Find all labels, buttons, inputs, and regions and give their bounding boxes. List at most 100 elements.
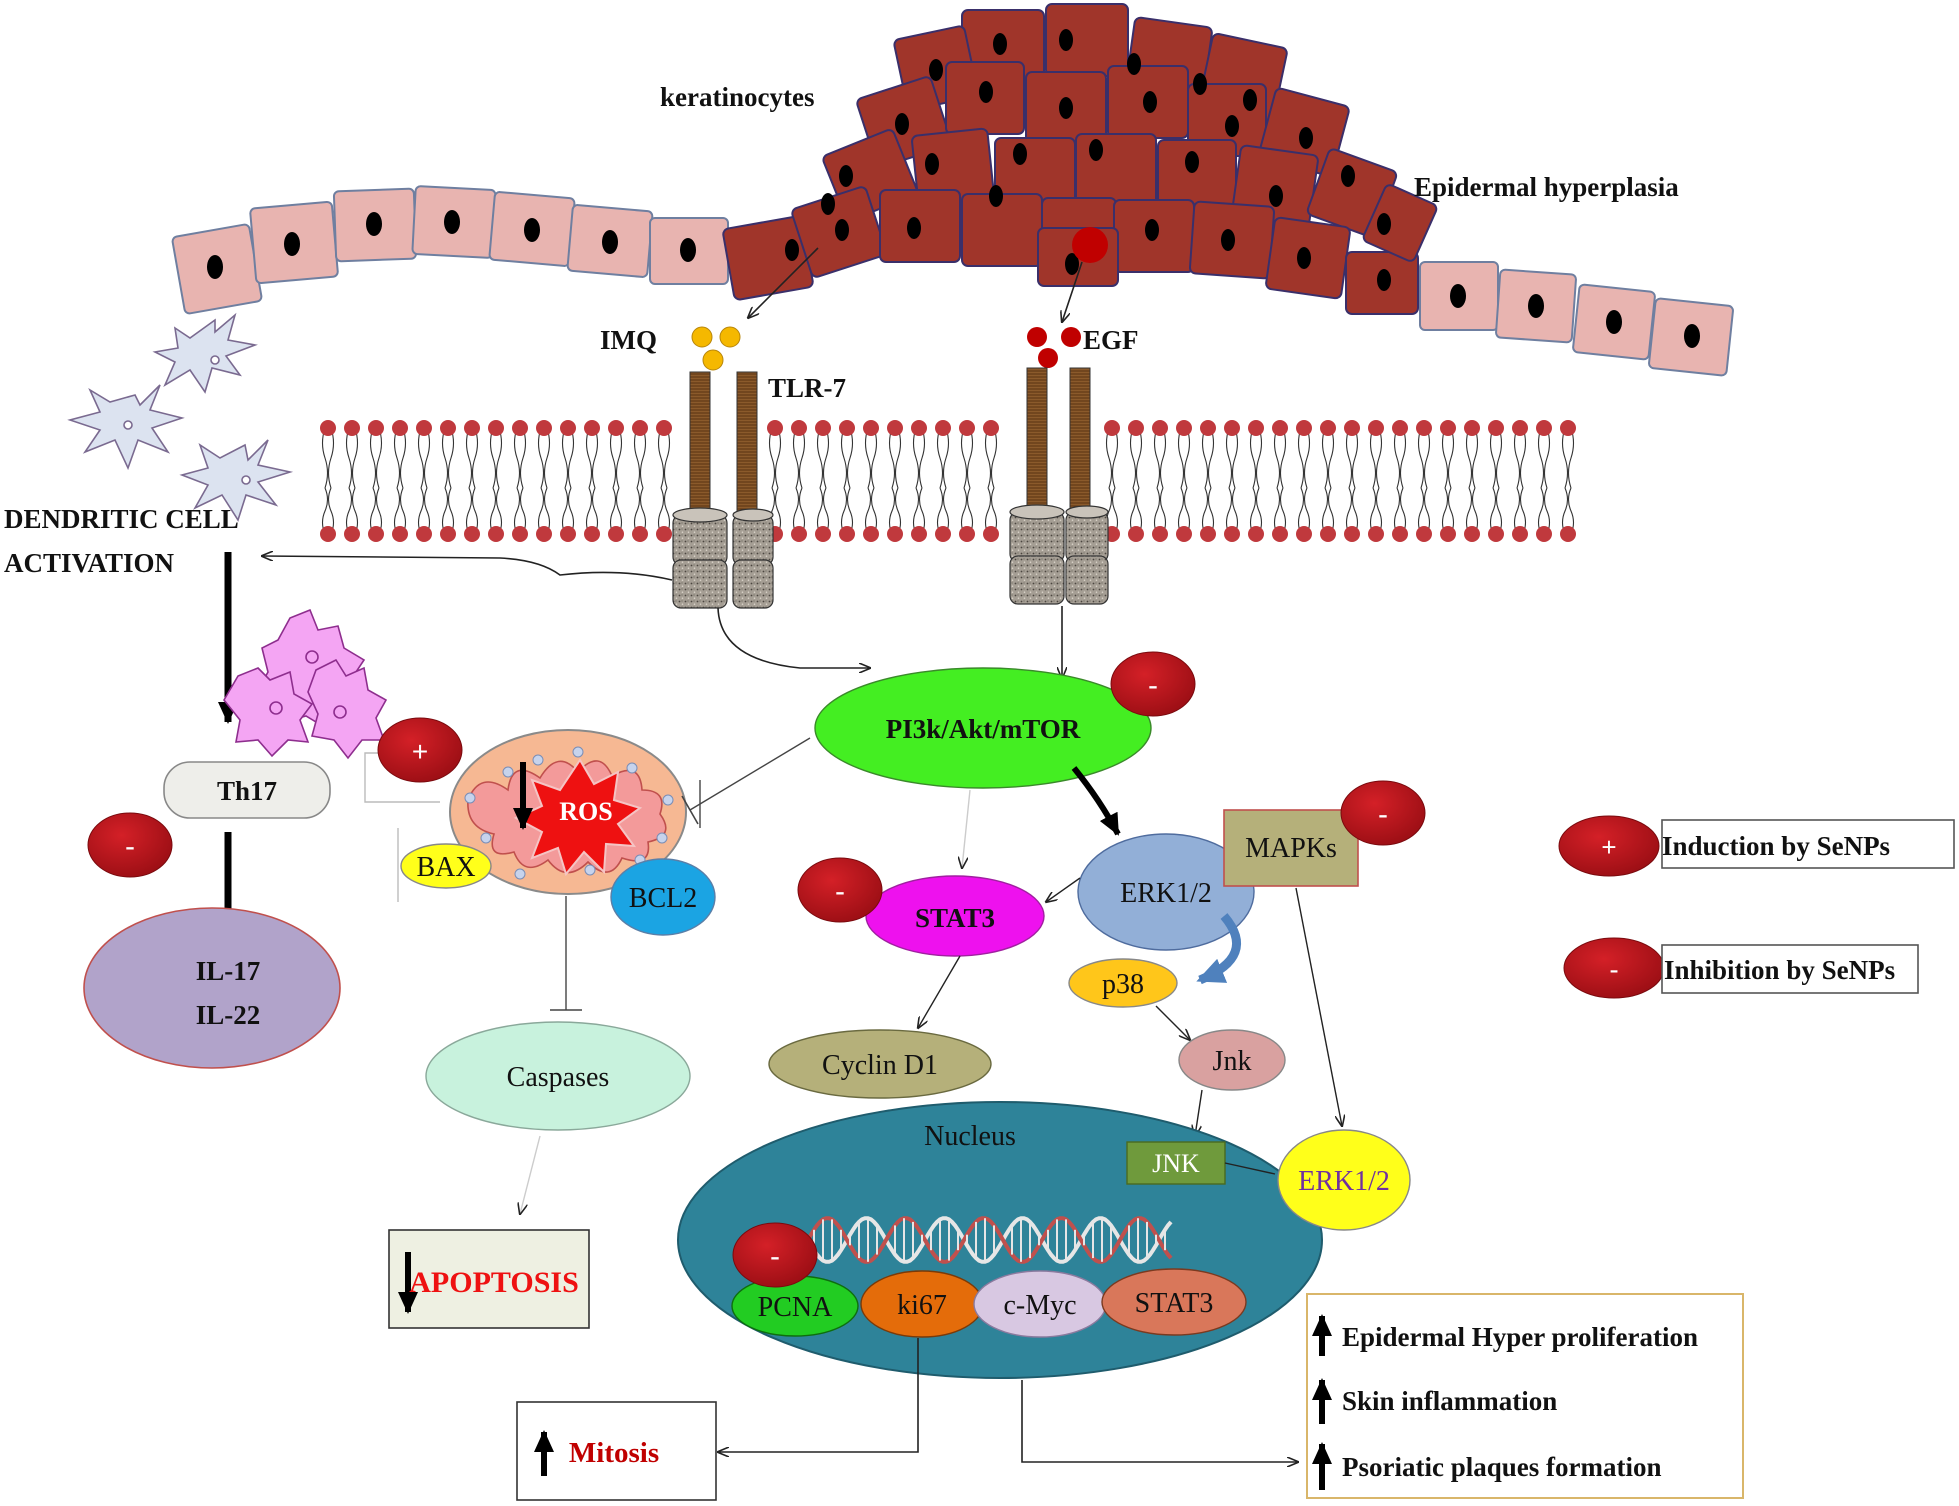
lipid-head: [1464, 526, 1480, 542]
lipid-tail: [768, 427, 782, 489]
lipid-tail: [936, 487, 950, 535]
lipid-head: [512, 420, 528, 436]
th17-node: [163, 761, 331, 819]
lipid-tail: [1345, 487, 1359, 535]
lipid-tail: [1129, 427, 1143, 489]
lipid-head: [983, 526, 999, 542]
lipid-head: [392, 420, 408, 436]
lipid-tail: [609, 427, 623, 489]
lipid-head: [1224, 420, 1240, 436]
lipid-head: [1176, 420, 1192, 436]
outcome1-label: Epidermal Hyper proliferation: [1342, 1322, 1698, 1352]
lipid-tail: [369, 487, 383, 535]
normal-keratinocytes-left: [171, 185, 729, 315]
lipid-head: [1320, 420, 1336, 436]
lipid-head: [368, 526, 384, 542]
pi3k-label: PI3k/Akt/mTOR: [886, 714, 1081, 744]
arrow-mapks-to-erk-nucleus: [1295, 887, 1342, 1126]
il17-il22-node: [83, 907, 341, 1069]
lipid-tail: [633, 487, 647, 535]
lipid-tail: [1417, 487, 1431, 535]
lipid-tail: [1177, 487, 1191, 535]
arrow-pi3k-to-stat3: [962, 789, 971, 868]
lipid-head: [1440, 526, 1456, 542]
lipid-tail: [1417, 427, 1431, 489]
svg-text:-: -: [125, 830, 135, 863]
lipid-head: [887, 526, 903, 542]
lipid-head: [887, 420, 903, 436]
lipid-tail: [465, 427, 479, 489]
lipid-head: [1536, 526, 1552, 542]
lipid-tail: [912, 487, 926, 535]
lipid-tail: [393, 427, 407, 489]
lipid-head: [1536, 420, 1552, 436]
lipid-tail: [864, 427, 878, 489]
nucleus-label: Nucleus: [924, 1121, 1016, 1152]
lipid-tail: [1201, 487, 1215, 535]
lipid-tail: [1393, 487, 1407, 535]
il22-label: IL-22: [196, 1000, 261, 1030]
jnk-box: [1126, 1141, 1226, 1185]
lipid-head: [560, 420, 576, 436]
lipid-head: [584, 420, 600, 436]
caspases-node: [425, 1021, 691, 1131]
lipid-head: [935, 526, 951, 542]
lipid-tail: [1561, 427, 1575, 489]
lipid-head: [1248, 526, 1264, 542]
lipid-head: [815, 420, 831, 436]
keratinocyte-nuclei: [207, 29, 1700, 348]
svg-text:+: +: [412, 736, 428, 767]
lipid-head: [1272, 526, 1288, 542]
lipid-tail: [1201, 427, 1215, 489]
imq-label: IMQ: [600, 325, 657, 355]
legend-inhibition: - Inhibition by SeNPs: [1563, 937, 1919, 999]
lipid-head: [791, 420, 807, 436]
lipid-tail: [489, 427, 503, 489]
svg-text:-: -: [835, 875, 845, 908]
keratinocytes-label: keratinocytes: [660, 82, 814, 112]
lipid-tail: [585, 487, 599, 535]
lipid-tail: [888, 487, 902, 535]
lipid-head: [536, 526, 552, 542]
lipid-tail: [1345, 427, 1359, 489]
p38-label: p38: [1102, 969, 1144, 1000]
tlr7-receptor: [672, 371, 774, 609]
dna-helix-icon: [806, 1216, 1173, 1264]
lipid-head: [911, 526, 927, 542]
lipid-head: [1272, 420, 1288, 436]
lipid-head: [440, 526, 456, 542]
lipid-head: [863, 420, 879, 436]
lipid-tail: [1537, 487, 1551, 535]
lipid-head: [959, 526, 975, 542]
epidermal-hyperplasia-label: Epidermal hyperplasia: [1414, 172, 1679, 202]
lipid-head: [1344, 420, 1360, 436]
bcl2-label: BCL2: [629, 883, 697, 914]
lipid-tail: [1153, 487, 1167, 535]
lipid-head: [464, 526, 480, 542]
ki67-label: ki67: [897, 1290, 947, 1321]
lipid-tail: [1321, 487, 1335, 535]
lipid-head: [983, 420, 999, 436]
lipid-tail: [1321, 427, 1335, 489]
apoptosis-label: APOPTOSIS: [409, 1266, 579, 1299]
lipid-head: [368, 420, 384, 436]
lipid-tail: [1537, 427, 1551, 489]
stat3-nucleus-node: [1101, 1268, 1247, 1336]
lipid-head: [1104, 420, 1120, 436]
caspases-label: Caspases: [507, 1062, 610, 1093]
th17-cell-icon: [223, 608, 388, 760]
lipid-tail: [1297, 427, 1311, 489]
lipid-tail: [513, 487, 527, 535]
lipid-tail: [1489, 427, 1503, 489]
lipid-head: [344, 420, 360, 436]
arrow-erk-to-stat3: [1046, 877, 1081, 902]
lipid-head: [1128, 420, 1144, 436]
lipid-tail: [1441, 427, 1455, 489]
mapks-label: MAPKs: [1245, 833, 1337, 864]
lipid-tail: [1105, 427, 1119, 489]
lipid-tail: [609, 487, 623, 535]
svg-text:-: -: [1609, 954, 1618, 985]
lipid-head: [440, 420, 456, 436]
svg-text:-: -: [770, 1240, 780, 1273]
lipid-head: [1560, 420, 1576, 436]
